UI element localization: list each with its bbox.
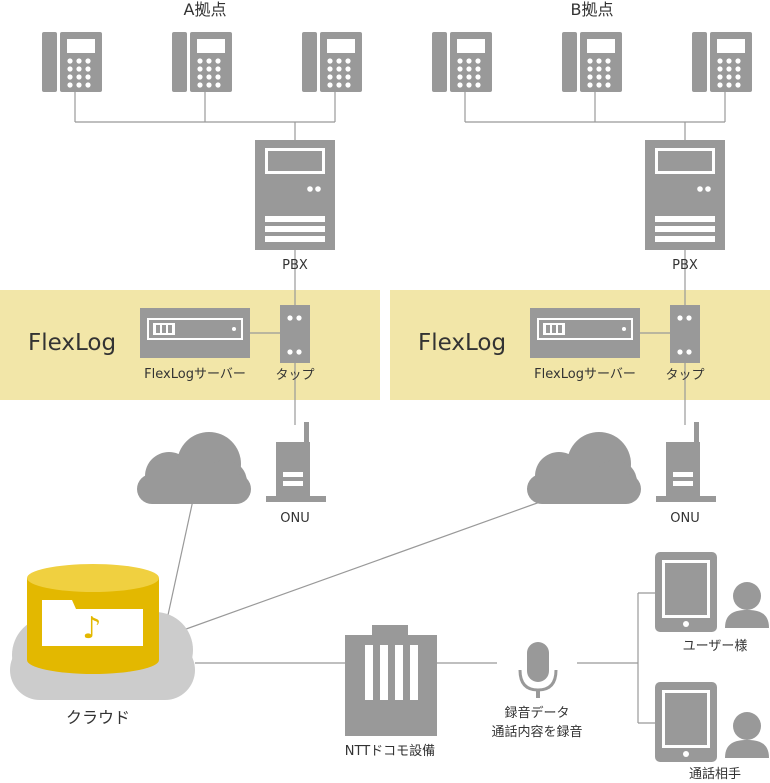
server-label-a: FlexLogサーバー (144, 367, 246, 382)
phone-icon (692, 32, 752, 92)
phone-icon (302, 32, 362, 92)
phone-icon (432, 32, 492, 92)
ntt-label: NTTドコモ設備 (344, 744, 436, 759)
tap-icon (280, 305, 310, 363)
cloud-label: クラウド (65, 708, 131, 727)
flexlog-server-icon (140, 308, 250, 358)
flexlog-label-b: FlexLog (418, 330, 507, 356)
other-party-label: 通話相手 (688, 767, 742, 782)
onu-label-a: ONU (280, 511, 310, 526)
cloud-storage-icon: ♪ (10, 564, 195, 700)
phone-icon (42, 32, 102, 92)
pbx-icon (645, 140, 725, 250)
user-label: ユーザー様 (682, 639, 748, 654)
onu-label-b: ONU (670, 511, 700, 526)
site-b-title: B拠点 (570, 0, 614, 19)
onu-icon (656, 422, 716, 502)
pbx-label-a: PBX (282, 258, 308, 273)
tap-label-b: タップ (665, 368, 705, 383)
connector-lines (74, 92, 726, 724)
tap-icon (670, 305, 700, 363)
person-icon (725, 582, 769, 628)
person-icon (725, 712, 769, 758)
tablet-icon (655, 682, 717, 762)
server-label-b: FlexLogサーバー (534, 367, 636, 382)
tap-label-a: タップ (275, 368, 315, 383)
onu-icon (266, 422, 326, 502)
phone-icon (172, 32, 232, 92)
pbx-icon (255, 140, 335, 250)
building-icon (345, 625, 437, 736)
recording-label-line1: 録音データ (504, 706, 570, 721)
cloud-icon (137, 432, 251, 504)
tablet-icon (655, 552, 717, 632)
pbx-label-b: PBX (672, 258, 698, 273)
site-a-title: A拠点 (183, 0, 227, 19)
music-note-icon: ♪ (82, 611, 101, 646)
microphone-icon (518, 642, 558, 698)
phone-icon (562, 32, 622, 92)
flexlog-server-icon (530, 308, 640, 358)
recording-label-line2: 通話内容を録音 (491, 725, 583, 740)
flexlog-label-a: FlexLog (28, 330, 117, 356)
cloud-icon (527, 432, 641, 504)
